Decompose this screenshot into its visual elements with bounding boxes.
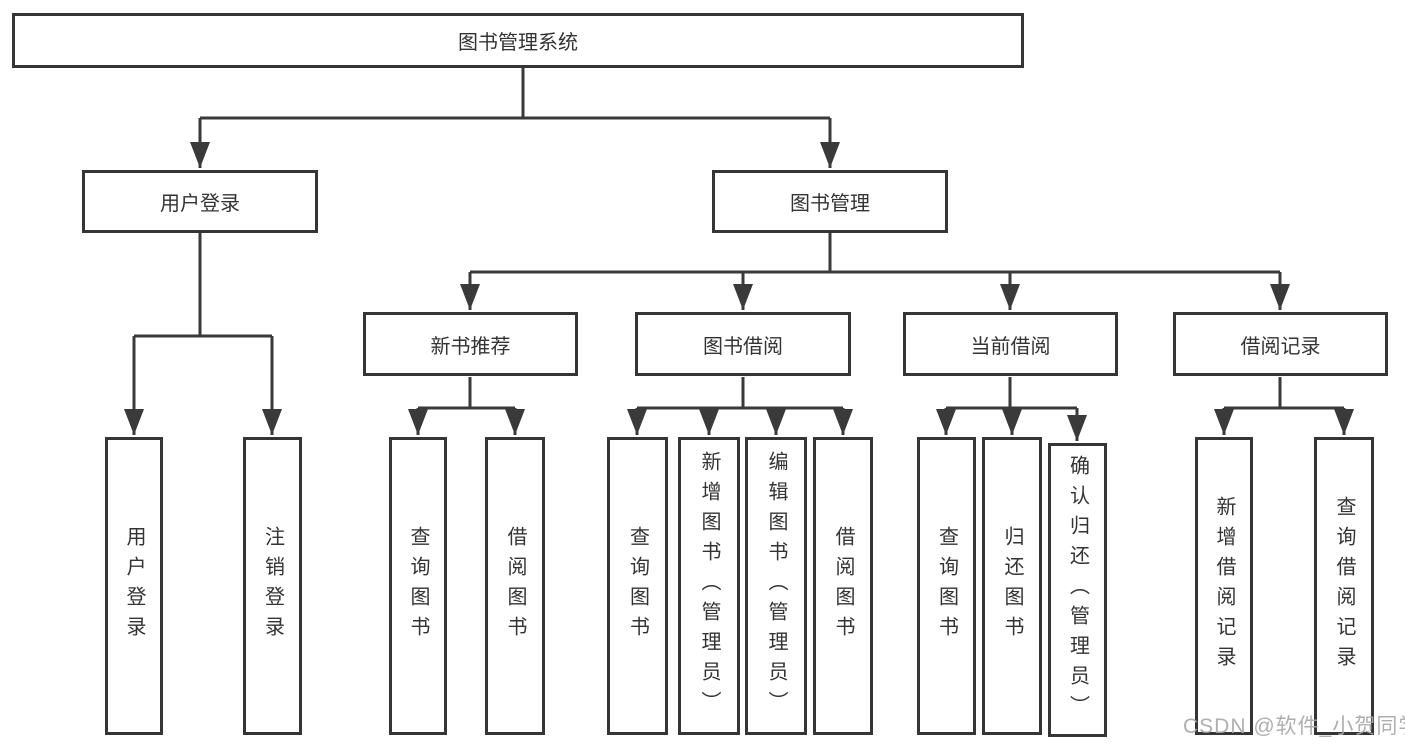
leaf-user-login: 用户登录	[105, 437, 163, 735]
leaf-label: 查询图书	[626, 526, 649, 646]
node-new-book-recommendation: 新书推荐	[363, 312, 578, 376]
csdn-watermark: CSDN @软件_小贺同学	[1183, 715, 1405, 738]
connector-current-borrow-to-leaves	[936, 377, 1087, 441]
leaf-query-books-current: 查询图书	[917, 437, 976, 735]
leaf-confirm-return-admin: 确认归还（管理员）	[1048, 443, 1107, 737]
leaf-label: 查询图书	[407, 526, 429, 646]
leaf-query-borrow-record: 查询借阅记录	[1314, 437, 1374, 735]
node-current-borrowing: 当前借阅	[903, 312, 1118, 376]
node-label: 当前借阅	[970, 335, 1051, 358]
leaf-logout: 注销登录	[243, 437, 302, 735]
node-library-management-system: 图书管理系统	[12, 13, 1024, 68]
node-label: 用户登录	[160, 193, 240, 215]
leaf-label: 用户登录	[123, 526, 145, 646]
node-label: 图书管理系统	[458, 32, 578, 54]
node-book-borrowing: 图书借阅	[635, 312, 851, 376]
node-label: 借阅记录	[1240, 335, 1321, 358]
leaf-label: 新增借阅记录	[1213, 496, 1235, 676]
node-label: 图书借阅	[703, 335, 783, 358]
connector-root-to-branches	[190, 68, 840, 168]
node-user-login: 用户登录	[82, 170, 318, 233]
leaf-return-books: 归还图书	[982, 437, 1042, 735]
leaf-label: 归还图书	[1001, 526, 1023, 646]
connector-book-management-to-sections	[460, 233, 1290, 310]
leaf-label: 借阅图书	[504, 526, 526, 646]
leaf-label: 查询图书	[935, 526, 958, 646]
leaf-add-book-admin: 新增图书（管理员）	[678, 437, 740, 735]
leaf-label: 查询借阅记录	[1333, 496, 1355, 676]
connector-new-book-to-leaves	[408, 377, 525, 435]
leaf-edit-book-admin: 编辑图书（管理员）	[745, 437, 807, 735]
leaf-label: 注销登录	[261, 526, 284, 646]
node-label: 图书管理	[790, 193, 870, 215]
leaf-label: 确认归还（管理员）	[1066, 455, 1089, 725]
leaf-label: 借阅图书	[832, 526, 854, 646]
node-borrowing-records: 借阅记录	[1173, 312, 1388, 376]
node-book-management: 图书管理	[712, 170, 948, 233]
connector-user-login-to-leaves	[124, 233, 282, 435]
node-label: 新书推荐	[430, 335, 511, 358]
leaf-borrow-books: 借阅图书	[813, 437, 873, 735]
connector-book-borrow-to-leaves	[627, 377, 853, 435]
leaf-query-books-recommend: 查询图书	[389, 437, 447, 735]
leaf-add-borrow-record: 新增借阅记录	[1195, 437, 1253, 735]
leaf-label: 新增图书（管理员）	[698, 451, 720, 721]
leaf-query-books-borrow: 查询图书	[607, 437, 668, 735]
connector-borrow-records-to-leaves	[1214, 377, 1354, 435]
leaf-borrow-books-recommend: 借阅图书	[485, 437, 545, 735]
leaf-label: 编辑图书（管理员）	[765, 451, 787, 721]
